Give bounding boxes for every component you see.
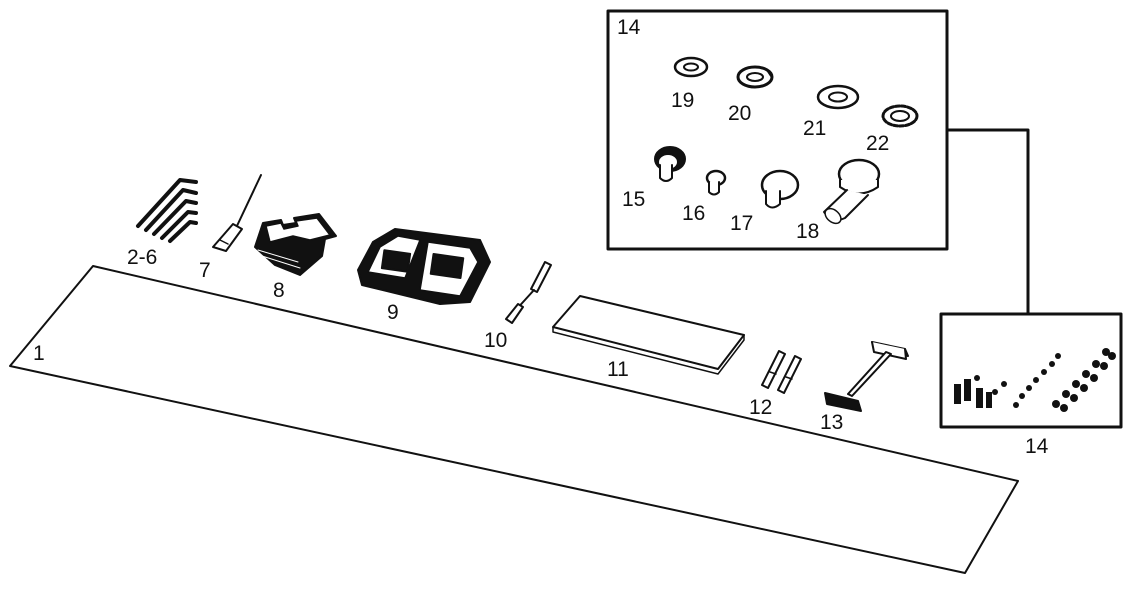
part-14-hardware-contents bbox=[954, 348, 1116, 412]
part-8-foam-block bbox=[254, 213, 337, 276]
washer-19 bbox=[673, 56, 709, 78]
label-part-7: 7 bbox=[199, 259, 211, 282]
label-part-11: 11 bbox=[607, 358, 629, 381]
part-14-hardware-box bbox=[939, 312, 1123, 429]
part-9-charger bbox=[357, 228, 491, 305]
label-part-8: 8 bbox=[273, 279, 285, 302]
label-part-2-6: 2-6 bbox=[127, 246, 158, 269]
label-part-17: 17 bbox=[730, 212, 754, 235]
part-7-screwdriver bbox=[212, 174, 262, 252]
washer-20-split bbox=[736, 65, 774, 89]
label-part-14: 14 bbox=[1025, 435, 1049, 458]
part-11-manual bbox=[552, 295, 745, 375]
label-part-1: 1 bbox=[33, 342, 45, 365]
label-part-22: 22 bbox=[866, 132, 890, 155]
detail-box bbox=[606, 9, 949, 251]
label-part-15: 15 bbox=[622, 188, 646, 211]
washer-21 bbox=[816, 84, 860, 110]
label-part-20: 20 bbox=[728, 102, 752, 125]
bolt-17 bbox=[760, 169, 800, 209]
label-part-12: 12 bbox=[749, 396, 773, 419]
label-part-18: 18 bbox=[796, 220, 820, 243]
label-part-13: 13 bbox=[820, 411, 844, 434]
label-part-21: 21 bbox=[803, 117, 827, 140]
label-part-19: 19 bbox=[671, 89, 695, 112]
part-1-base-mat bbox=[9, 265, 1019, 574]
detail-connector-line bbox=[945, 128, 1030, 316]
part-12-pins bbox=[761, 350, 802, 394]
bolt-15 bbox=[654, 146, 686, 182]
label-part-9: 9 bbox=[387, 301, 399, 324]
washer-22-star bbox=[881, 104, 919, 128]
part-2-6-hex-keys bbox=[136, 178, 198, 243]
part-13-t-handle bbox=[824, 341, 909, 412]
bolt-18 bbox=[823, 158, 881, 225]
part-10-extension bbox=[505, 261, 552, 324]
label-part-16: 16 bbox=[682, 202, 706, 225]
bolt-16 bbox=[705, 169, 727, 196]
label-detail-title: 14 bbox=[617, 16, 641, 39]
label-part-10: 10 bbox=[484, 329, 508, 352]
